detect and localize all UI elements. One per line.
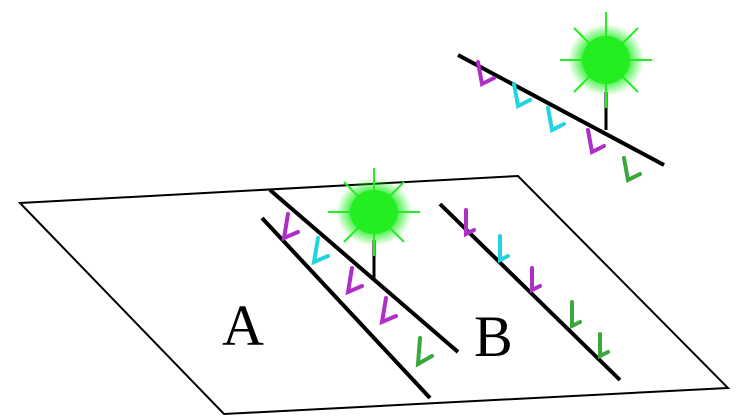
region-b-label: B [474,304,513,369]
base-tick [418,338,432,364]
base-tick [314,238,328,262]
base-tick [284,214,298,238]
base-tick [624,158,640,180]
base-tick [466,210,474,234]
base-tick [532,268,540,290]
base-tick [500,236,508,260]
starburst-probe-icon [328,168,420,278]
base-tick [348,268,362,292]
starburst-probe-icon [560,12,652,130]
base-tick [572,302,580,326]
base-tick [600,334,608,356]
base-tick [382,298,396,322]
region-a-label: A [222,293,264,358]
